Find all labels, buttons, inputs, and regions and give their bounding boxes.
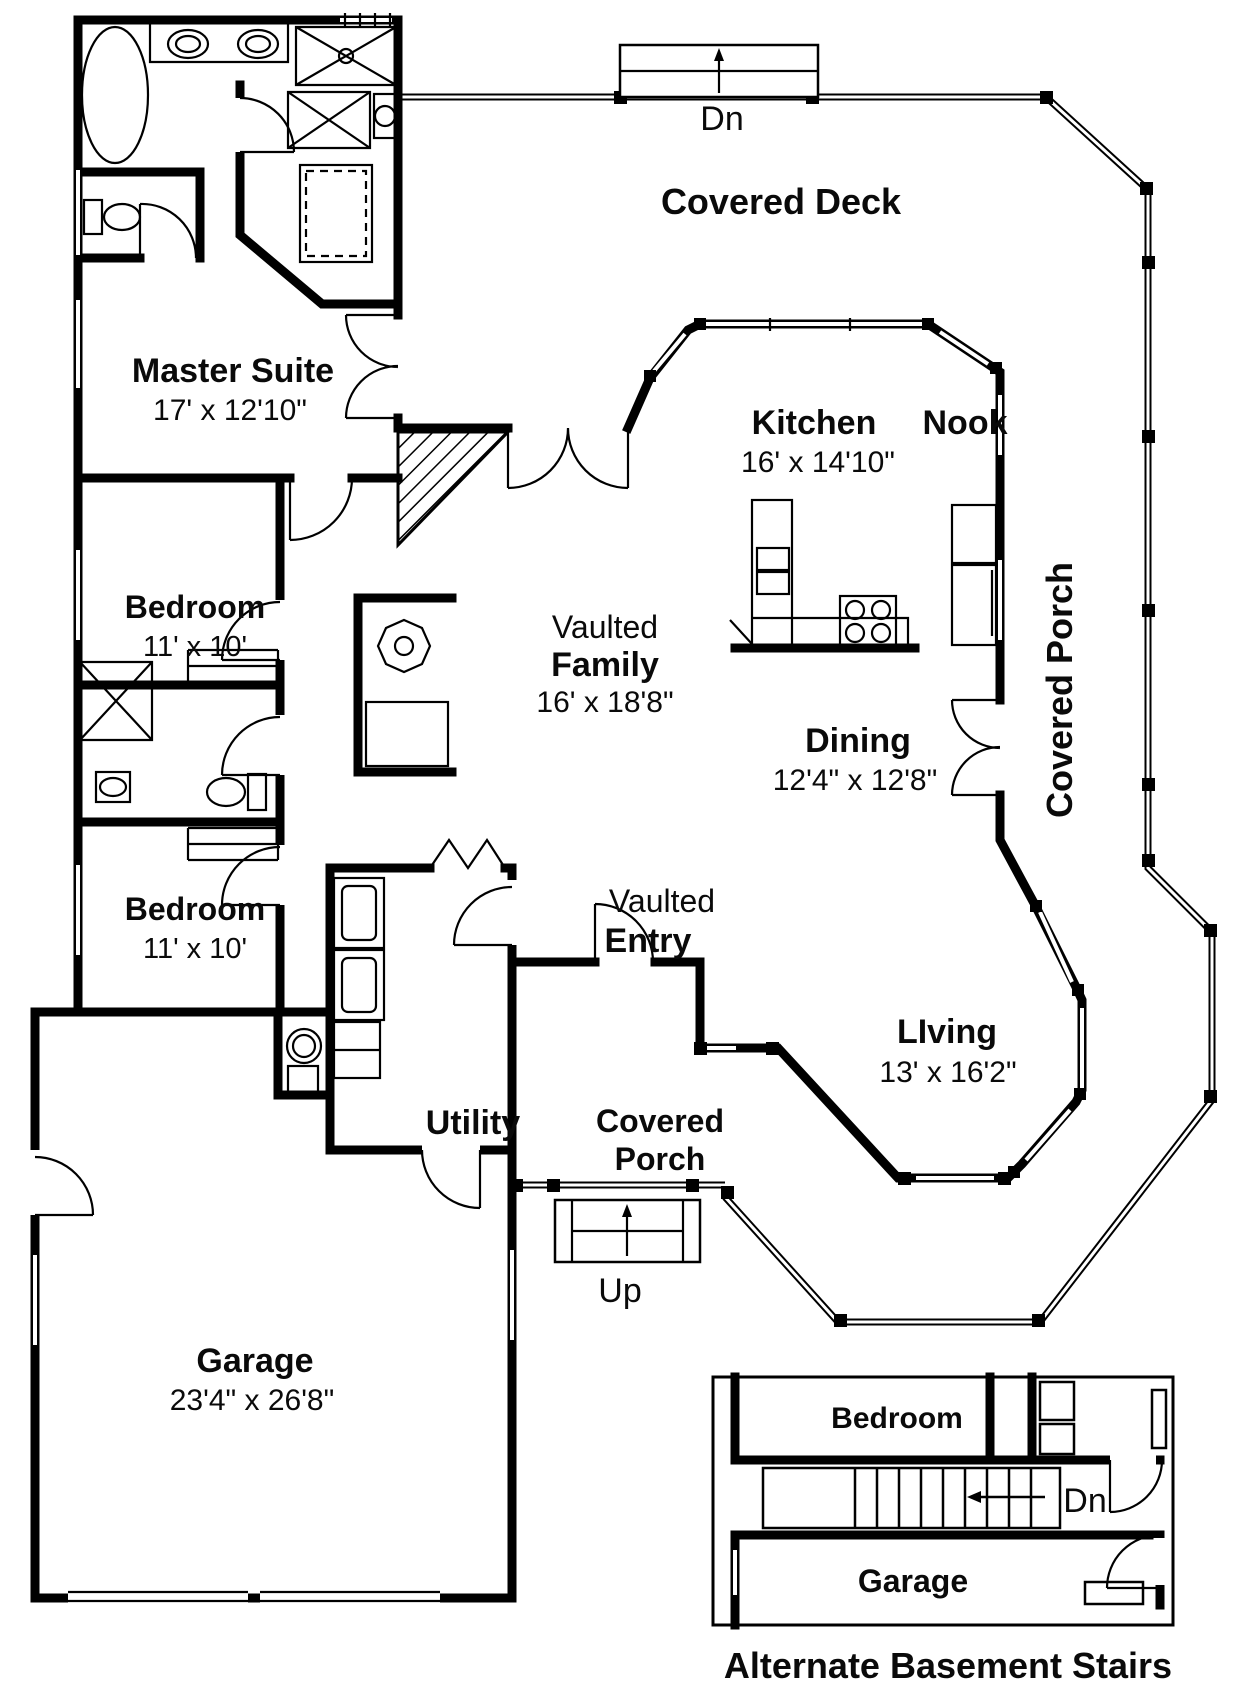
label-living-dims: 13' x 16'2" (879, 1056, 1016, 1089)
label-dining: Dining (805, 722, 911, 760)
tub (80, 25, 150, 165)
label-covered-porch-right: Covered Porch (1039, 562, 1080, 818)
label-utility: Utility (426, 1104, 521, 1142)
label-family-dims: 16' x 18'8" (536, 686, 673, 719)
sink (236, 28, 280, 60)
sink (166, 28, 210, 60)
dryer (332, 948, 386, 1022)
refrigerator (950, 503, 998, 565)
label-bedroom-rear: Bedroom (125, 891, 265, 927)
label-inset-garage: Garage (858, 1563, 968, 1599)
skylight (78, 660, 154, 742)
label-inset-caption: Alternate Basement Stairs (724, 1645, 1172, 1686)
water-heater (285, 1027, 323, 1065)
kitchen-counter (750, 498, 794, 647)
hall-bath-sink (94, 770, 132, 804)
door-swings (34, 96, 1164, 1590)
label-porch-front-line1: Covered (596, 1103, 724, 1139)
label-entry: Entry (605, 922, 692, 960)
label-bedroom-rear-dims: 11' x 10' (143, 933, 247, 965)
furnace (1038, 1380, 1076, 1422)
label-garage: Garage (196, 1342, 313, 1380)
label-bedroom-front: Bedroom (125, 589, 265, 625)
label-nook: Nook (923, 404, 1008, 442)
label-bedroom-front-dims: 11' x 10' (143, 631, 247, 663)
label-master-suite: Master Suite (132, 352, 334, 390)
label-garage-dims: 23'4" x 26'8" (170, 1384, 335, 1417)
door-openings (28, 98, 1167, 1605)
label-family-qualifier: Vaulted (552, 609, 658, 645)
label-porch-up: Up (598, 1272, 641, 1310)
washer (332, 876, 386, 950)
label-deck-dn: Dn (700, 100, 743, 138)
inset-basement-stairs (711, 1375, 1175, 1627)
toilet-tank (82, 198, 104, 236)
label-entry-qualifier: Vaulted (609, 883, 715, 919)
label-inset-bedroom: Bedroom (831, 1402, 963, 1435)
label-master-suite-dims: 17' x 12'10" (153, 394, 307, 427)
label-family: Family (551, 646, 659, 684)
label-porch-front-line2: Porch (615, 1141, 706, 1177)
windows (33, 18, 1084, 1595)
label-living: LIving (897, 1013, 997, 1051)
label-dining-dims: 12'4" x 12'8" (773, 764, 938, 797)
stove (838, 594, 898, 647)
kitchen-sink (755, 546, 791, 572)
label-covered-deck: Covered Deck (661, 181, 902, 222)
wood-stove (376, 618, 432, 674)
dn-arrowhead (967, 1491, 981, 1503)
media-alcove (364, 700, 450, 768)
label-kitchen: Kitchen (752, 404, 877, 442)
toilet (205, 776, 247, 808)
label-kitchen-dims: 16' x 14'10" (741, 446, 895, 479)
label-inset-dn: Dn (1063, 1482, 1106, 1520)
shower (294, 25, 398, 87)
closet-shelves (298, 163, 374, 264)
